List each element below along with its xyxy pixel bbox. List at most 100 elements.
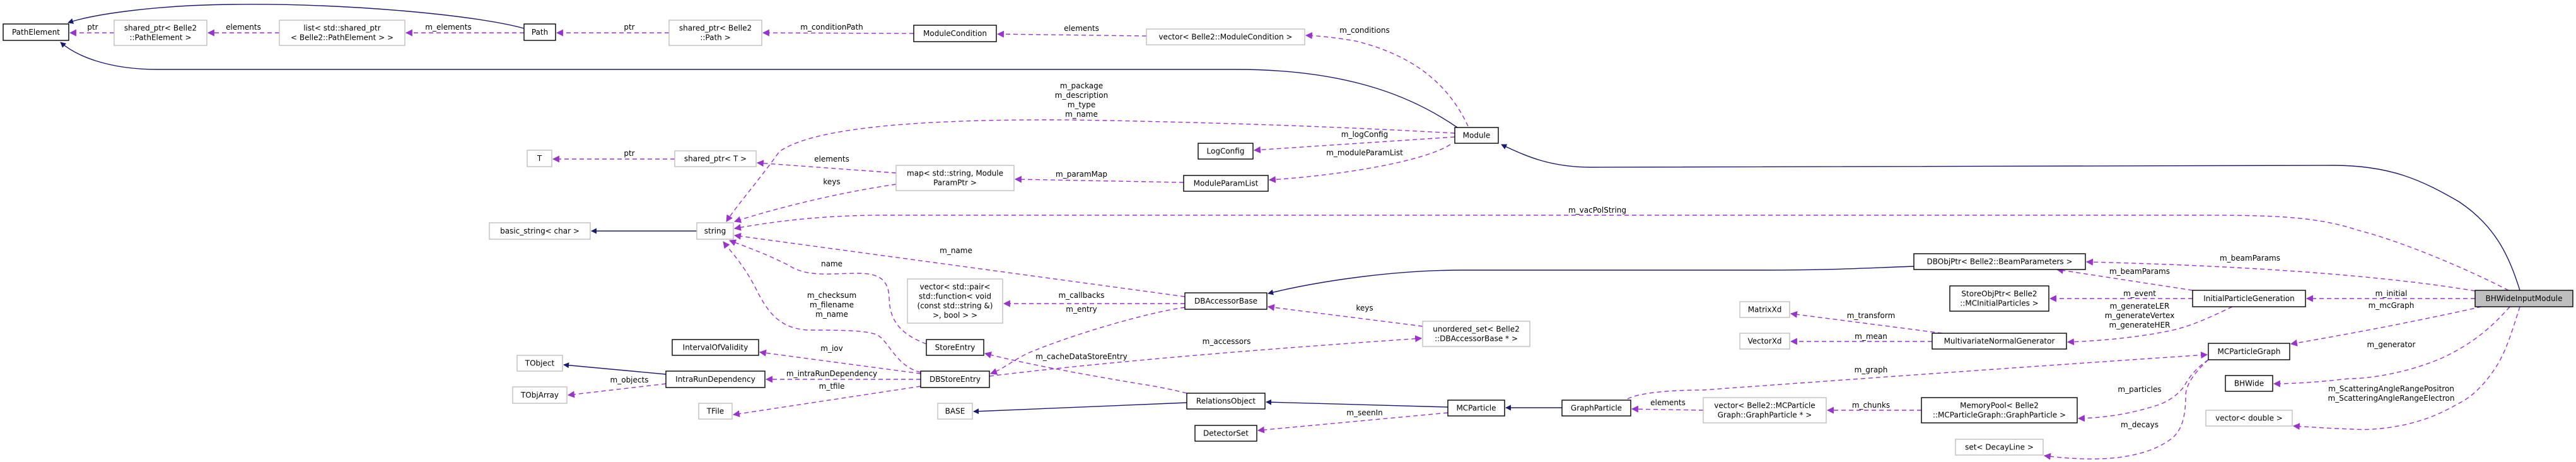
class-node-vector-xd[interactable]: VectorXd (1739, 333, 1790, 350)
class-name: ::MCInitialParticles > (1960, 299, 2038, 308)
usage-edge-m-particles (2077, 359, 2209, 422)
class-node-graph-particle[interactable]: GraphParticle (1561, 400, 1631, 417)
class-name: BASE (945, 407, 965, 416)
class-node-db-obj-ptr[interactable]: DBObjPtr< Belle2::BeamParameters > (1913, 253, 2086, 270)
edge-label-m-vac-pol-string: m_vacPolString (1568, 206, 1626, 215)
inheritance-edge (60, 42, 1458, 128)
class-name: MultivariateNormalGenerator (1944, 337, 2055, 346)
class-node-tfile[interactable]: TFile (698, 403, 733, 420)
class-box (698, 403, 733, 420)
class-name: VectorXd (1747, 337, 1781, 346)
class-box (2205, 410, 2293, 427)
edge-label-m-event: m_event (2123, 289, 2156, 298)
class-node-mc-particle-graph[interactable]: MCParticleGraph (2208, 343, 2290, 360)
usage-edge-ipg-m-beam-params (2056, 267, 2193, 291)
class-node-list-shared-ptr[interactable]: list< std::shared_ptr< Belle2::PathEleme… (279, 20, 405, 46)
class-name: vector< double > (2215, 414, 2283, 423)
class-box (1949, 285, 2049, 312)
class-node-vector-double[interactable]: vector< double > (2205, 410, 2293, 427)
class-box (1184, 292, 1268, 310)
nodes-layer: PathElement shared_ptr< Belle2::PathEleme… (3, 20, 2573, 456)
class-node-interval-of-validity[interactable]: IntervalOfValidity (672, 339, 759, 356)
class-node-set-decay-line[interactable]: set< DecayLine > (1955, 439, 2044, 456)
class-node-matrix-xd[interactable]: MatrixXd (1739, 301, 1790, 318)
class-name: ParamPtr > (933, 179, 977, 187)
usage-edge-m-objects (567, 383, 667, 398)
class-name: TFile (706, 407, 724, 416)
class-name: MatrixXd (1748, 305, 1782, 314)
edge-label-m-initial: m_initial (2375, 289, 2408, 298)
class-box (1913, 253, 2086, 270)
usage-edge-m-scattering (2292, 306, 2521, 430)
class-box (1146, 28, 1305, 45)
class-node-shared-ptr-path[interactable]: shared_ptr< Belle2::Path > (668, 20, 762, 46)
class-name: MemoryPool< Belle2 (1960, 401, 2039, 410)
class-node-bhwide[interactable]: BHWide (2225, 375, 2273, 392)
edges-layer (60, 4, 2521, 460)
class-node-shared-ptr-pathelement[interactable]: shared_ptr< Belle2::PathElement > (114, 20, 207, 46)
inheritance-edge (1266, 399, 1448, 408)
class-box (512, 386, 568, 404)
usage-edge-m-cache-data-store-entry (984, 352, 1187, 394)
class-node-tobject[interactable]: TObject (516, 355, 563, 372)
class-box (1703, 397, 1827, 424)
inheritance-edge (563, 362, 667, 375)
class-name: ::Path > (700, 33, 730, 42)
class-name: T (537, 154, 542, 163)
class-node-basic-string[interactable]: basic_string< char > (489, 222, 591, 240)
class-node-intra-run-dependency[interactable]: IntraRunDependency (665, 370, 766, 388)
edge-label-m-scattering: m_ScatteringAngleRangeElectron (2328, 394, 2455, 403)
class-box (1186, 393, 1266, 410)
class-box (2192, 290, 2306, 307)
class-node-string[interactable]: string (696, 222, 734, 240)
edge-label-module-strings: m_description (1055, 91, 1108, 100)
class-name: Path (532, 28, 548, 37)
class-box (1561, 400, 1631, 417)
class-node-detector-set[interactable]: DetectorSet (1194, 425, 1257, 442)
class-node-base[interactable]: BASE (937, 403, 973, 420)
class-node-vector-module-condition[interactable]: vector< Belle2::ModuleCondition > (1146, 28, 1305, 45)
class-node-log-config[interactable]: LogConfig (1198, 143, 1254, 160)
class-box (907, 278, 1003, 324)
class-node-db-accessor-base[interactable]: DBAccessorBase (1184, 292, 1268, 310)
class-node-bhwide-input-module[interactable]: BHWideInputModule (2474, 290, 2573, 307)
class-node-db-store-entry[interactable]: DBStoreEntry (920, 370, 990, 388)
class-name: InitialParticleGeneration (2203, 294, 2295, 303)
class-node-relations-object[interactable]: RelationsObject (1186, 393, 1266, 410)
usage-edge-m-transform (1790, 311, 1943, 334)
class-node-shared-ptr-t[interactable]: shared_ptr< T > (674, 150, 757, 167)
class-name: LogConfig (1207, 147, 1245, 156)
class-node-tobjarray[interactable]: TObjArray (512, 386, 568, 404)
class-node-module-param-list[interactable]: ModuleParamList (1183, 175, 1269, 192)
class-node-memory-pool[interactable]: MemoryPool< Belle2::MCParticleGraph::Gra… (1921, 397, 2078, 424)
edge-label-m-transform: m_transform (1847, 311, 1896, 320)
class-box (1739, 301, 1790, 318)
class-node-multivariate-normal-generator[interactable]: MultivariateNormalGenerator (1932, 333, 2067, 350)
class-node-initial-particle-generation[interactable]: InitialParticleGeneration (2192, 290, 2306, 307)
class-node-vector-graph-particle[interactable]: vector< Belle2::MCParticleGraph::GraphPa… (1703, 397, 1827, 424)
class-node-store-obj-ptr[interactable]: StoreObjPtr< Belle2::MCInitialParticles … (1949, 285, 2049, 312)
class-box (668, 20, 762, 46)
class-box (895, 165, 1015, 191)
class-node-vector-pair[interactable]: vector< std::pair<std::function< void(co… (907, 278, 1003, 324)
class-node-unordered-set[interactable]: unordered_set< Belle2::DBAccessorBase * … (1422, 321, 1530, 347)
class-node-mc-particle[interactable]: MCParticle (1447, 400, 1505, 417)
usage-edge-m-tfile (732, 386, 921, 417)
class-name: (const std::string &) (918, 302, 993, 311)
class-node-t[interactable]: T (527, 150, 552, 167)
class-box (114, 20, 207, 46)
class-box (920, 370, 990, 388)
class-box (926, 339, 984, 356)
class-node-module[interactable]: Module (1454, 127, 1499, 144)
class-node-store-entry[interactable]: StoreEntry (926, 339, 984, 356)
edge-label-gp-elements: elements (1650, 398, 1686, 407)
usage-edge-m-conditions (1305, 32, 1469, 127)
edge-label-dbacc-m-name: m_name (940, 246, 972, 255)
class-box (696, 222, 734, 240)
edge-label-m-intra-run-dependency: m_intraRunDependency (786, 369, 877, 378)
class-node-path[interactable]: Path (523, 23, 556, 41)
class-node-module-condition[interactable]: ModuleCondition (913, 25, 997, 42)
class-node-path-element[interactable]: PathElement (3, 23, 69, 41)
usage-edge-m-seen-in (1257, 412, 1448, 434)
